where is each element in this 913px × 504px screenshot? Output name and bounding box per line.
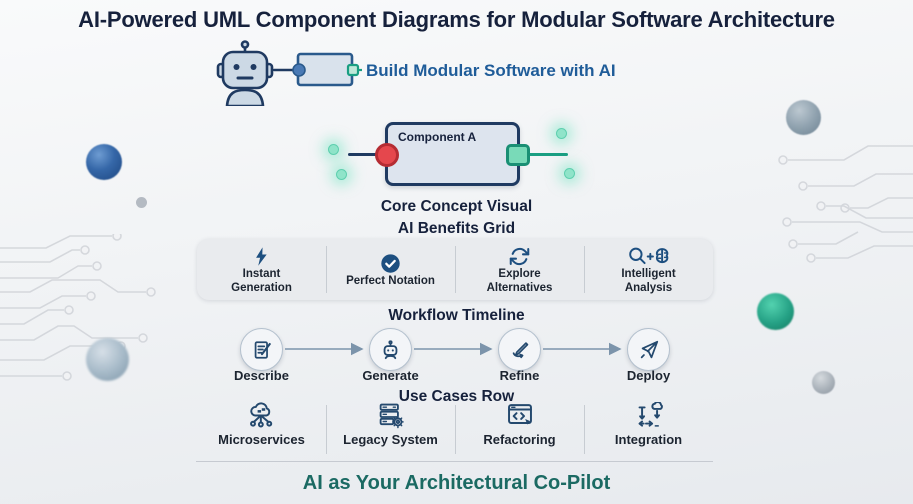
use-case-microservices: Microservices: [197, 402, 327, 454]
robot-icon: [383, 340, 398, 360]
use-cases-heading: Use Cases Row: [398, 388, 515, 405]
benefit-perfect-notation: Perfect Notation: [326, 239, 456, 300]
benefit-intelligent-analysis: Intelligent Analysis: [584, 239, 713, 300]
workflow-heading: Workflow Timeline: [388, 307, 525, 324]
workflow-labels: Describe Generate Refine Deploy: [197, 368, 713, 383]
check-circle-icon: [381, 254, 400, 273]
teal-port-icon: [506, 144, 530, 166]
lightning-icon: [256, 247, 267, 266]
component-label: Component A: [398, 130, 477, 144]
pencil-loop-icon: [512, 341, 528, 358]
benefit-instant-generation: Instant Generation: [197, 239, 327, 300]
decor-sphere-steel-light: [86, 338, 129, 381]
benefits-heading: AI Benefits Grid: [397, 220, 516, 237]
core-concept-caption: Core Concept Visual: [380, 198, 533, 215]
uml-component-box: Component A: [385, 122, 520, 186]
glow-dot: [336, 169, 347, 180]
cycle-arrows-icon: [509, 247, 530, 265]
search-plus-brain-icon: [628, 247, 668, 264]
server-gear-icon: [379, 403, 404, 429]
workflow-step-refine: [498, 328, 541, 371]
footer-divider: [196, 461, 713, 462]
cloud-network-icon: [249, 402, 272, 428]
glow-dot: [556, 128, 567, 139]
decor-sphere-blue: [86, 144, 122, 180]
workflow-step-label: Refine: [499, 368, 540, 383]
benefit-label: Explore Alternatives: [486, 267, 553, 294]
integration-arrows-icon: [638, 402, 663, 427]
hero-caption: Build Modular Software with AI: [366, 61, 616, 80]
robot-component-illustration: [216, 40, 362, 106]
decor-sphere-gray: [786, 100, 821, 135]
decor-sphere-small-gray: [812, 371, 835, 394]
use-case-integration: Integration: [584, 402, 713, 454]
decor-sphere-teal: [757, 293, 794, 330]
glow-dot: [328, 144, 339, 155]
circuit-trace-left: [0, 234, 156, 381]
provided-interface-wire: [516, 153, 568, 156]
workflow-step-label: Generate: [362, 368, 419, 383]
use-cases-row: Microservices Legacy System: [197, 402, 713, 454]
required-interface-wire: [348, 153, 390, 156]
circuit-trace-right: [778, 145, 913, 263]
use-case-refactoring: Refactoring: [455, 402, 585, 454]
workflow-timeline: [197, 328, 713, 374]
benefit-label: Perfect Notation: [346, 274, 435, 287]
core-concept-visual: Component A: [320, 118, 596, 194]
workflow-step-deploy: [627, 328, 670, 371]
workflow-step-generate: [369, 328, 412, 371]
use-case-label: Refactoring: [483, 432, 556, 447]
workflow-step-label: Deploy: [626, 368, 671, 383]
use-case-label: Microservices: [218, 432, 305, 447]
benefits-grid: Instant Generation Perfect Notation Expl…: [197, 239, 713, 300]
footer-title: AI as Your Architectural Co-Pilot: [302, 472, 611, 494]
benefit-explore-alternatives: Explore Alternatives: [455, 239, 585, 300]
benefit-label: Intelligent Analysis: [621, 267, 676, 294]
document-pencil-icon: [254, 340, 271, 359]
use-case-legacy-system: Legacy System: [326, 402, 456, 454]
glow-dot: [564, 168, 575, 179]
red-port-icon: [375, 143, 399, 167]
rocket-icon: [640, 340, 658, 358]
decor-dot-gray: [136, 197, 147, 208]
use-case-label: Integration: [614, 432, 683, 447]
use-case-label: Legacy System: [343, 432, 438, 447]
workflow-step-describe: [240, 328, 283, 371]
benefit-label: Instant Generation: [231, 267, 292, 294]
workflow-step-label: Describe: [234, 368, 289, 383]
page-title: AI-Powered UML Component Diagrams for Mo…: [78, 7, 835, 32]
code-window-icon: [507, 404, 532, 425]
